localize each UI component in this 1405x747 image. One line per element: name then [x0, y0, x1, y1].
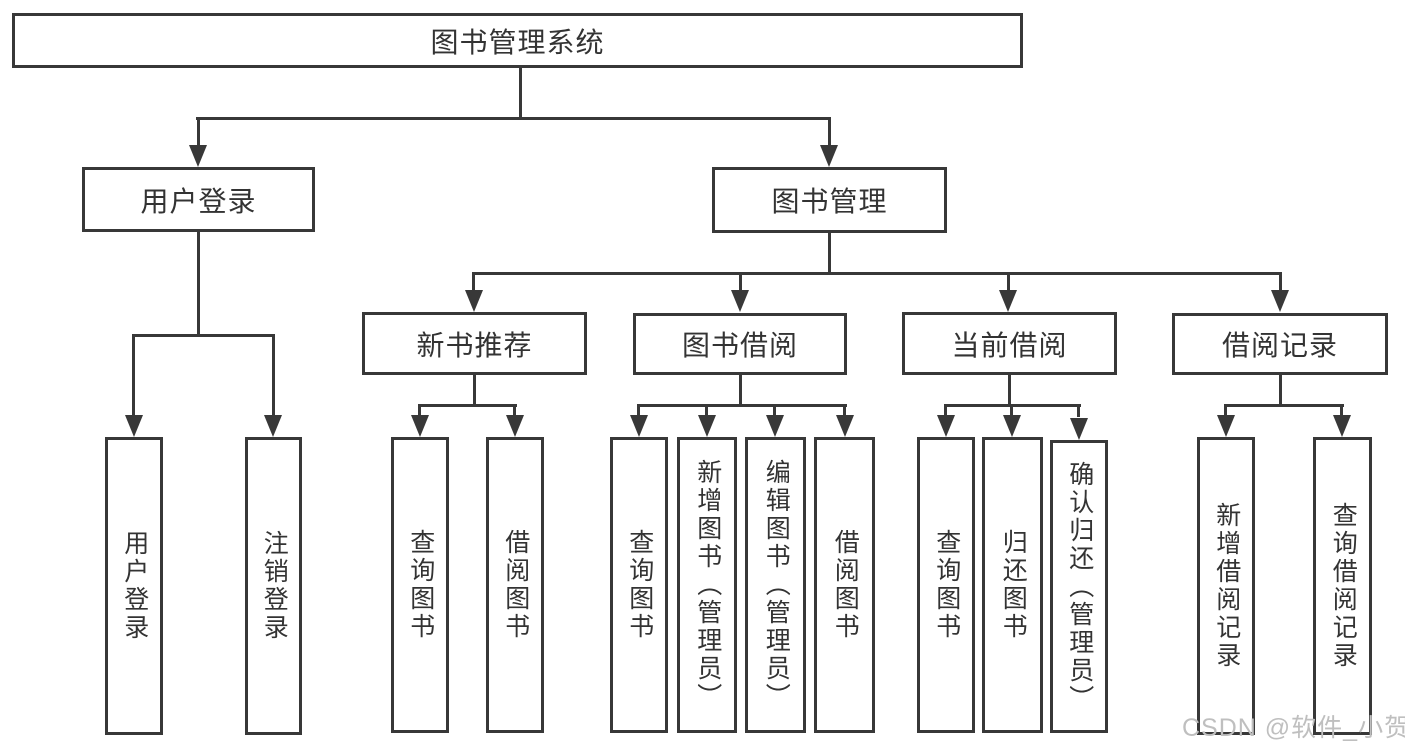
- leaf-current-query-books: 查询图书: [917, 437, 975, 733]
- leaf-records-add-record: 新增借阅记录: [1197, 437, 1255, 735]
- arrow-to-cb-return: [1003, 415, 1021, 437]
- connector-new-book-stem: [473, 375, 476, 407]
- connector-to-cb-query: [944, 404, 947, 417]
- leaf-borrowing-query-books: 查询图书: [610, 437, 668, 733]
- connector-to-bb-borrow: [843, 404, 846, 417]
- connector-to-current-borrowing: [1007, 272, 1010, 292]
- leaf-logout: 注销登录: [245, 437, 302, 735]
- arrow-to-bb-query: [630, 415, 648, 437]
- arrow-to-leaf-user-login: [125, 415, 143, 437]
- arrow-to-current-borrowing: [999, 290, 1017, 312]
- leaf-current-confirm-return-admin: 确认归还（管理员）: [1050, 440, 1108, 733]
- node-borrowing-records: 借阅记录: [1172, 313, 1388, 375]
- connector-to-book-management: [828, 117, 831, 147]
- arrow-to-br-query: [1333, 415, 1351, 437]
- connector-to-nb-borrow: [513, 404, 516, 417]
- arrow-to-borrowing-records: [1271, 290, 1289, 312]
- arrow-to-book-borrowing: [731, 290, 749, 312]
- connector-to-bb-add: [705, 404, 708, 417]
- csdn-watermark: CSDN @软件_小贺同学: [1182, 714, 1405, 742]
- connector-root-stem: [519, 68, 522, 119]
- connector-book-management-stem: [828, 233, 831, 275]
- connector-to-user-login: [197, 117, 200, 147]
- connector-user-login-bus: [132, 334, 275, 337]
- connector-to-leaf-logout: [272, 334, 275, 417]
- node-user-login: 用户登录: [82, 167, 315, 232]
- connector-to-nb-query: [418, 404, 421, 417]
- connector-to-book-borrowing: [739, 272, 742, 292]
- arrow-to-bb-edit: [766, 415, 784, 437]
- arrow-to-br-add: [1217, 415, 1235, 437]
- connector-book-borrowing-stem: [739, 375, 742, 406]
- node-new-book-recommend: 新书推荐: [362, 312, 587, 375]
- arrow-to-cb-query: [937, 415, 955, 437]
- connector-to-cb-return: [1010, 404, 1013, 417]
- leaf-borrowing-add-books-admin: 新增图书（管理员）: [677, 437, 737, 733]
- connector-to-new-book: [472, 272, 475, 292]
- connector-borrowing-records-stem: [1279, 375, 1282, 406]
- connector-to-br-add: [1224, 404, 1227, 417]
- node-current-borrowing: 当前借阅: [902, 312, 1117, 375]
- node-book-borrowing: 图书借阅: [633, 313, 847, 375]
- connector-to-bb-query: [637, 404, 640, 417]
- leaf-borrowing-borrow-books: 借阅图书: [814, 437, 875, 733]
- connector-to-br-query: [1340, 404, 1343, 417]
- arrow-to-leaf-logout: [264, 415, 282, 437]
- connector-book-borrowing-bus: [637, 404, 847, 407]
- connector-user-login-stem: [197, 232, 200, 337]
- connector-to-leaf-user-login: [132, 334, 135, 417]
- leaf-borrowing-edit-books-admin: 编辑图书（管理员）: [745, 437, 806, 733]
- arrow-to-nb-borrow: [506, 415, 524, 437]
- arrow-to-new-book: [465, 290, 483, 312]
- connector-to-cb-confirm: [1077, 404, 1080, 417]
- node-book-management-system: 图书管理系统: [12, 13, 1023, 68]
- connector-to-bb-edit: [773, 404, 776, 417]
- leaf-newbook-borrow-books: 借阅图书: [486, 437, 544, 733]
- leaf-newbook-query-books: 查询图书: [391, 437, 449, 733]
- arrow-to-cb-confirm: [1070, 418, 1088, 440]
- node-book-management: 图书管理: [712, 167, 947, 233]
- arrow-to-user-login: [189, 145, 207, 167]
- connector-current-borrowing-stem: [1008, 375, 1011, 406]
- connector-new-book-bus: [418, 404, 517, 407]
- arrow-to-bb-add: [698, 415, 716, 437]
- connector-borrowing-records-bus: [1224, 404, 1344, 407]
- arrow-to-bb-borrow: [836, 415, 854, 437]
- arrow-to-nb-query: [411, 415, 429, 437]
- leaf-current-return-books: 归还图书: [982, 437, 1043, 733]
- leaf-records-query-record: 查询借阅记录: [1313, 437, 1372, 735]
- leaf-user-login: 用户登录: [105, 437, 163, 735]
- connector-level3-bus: [472, 272, 1282, 275]
- connector-level2-bus: [196, 117, 831, 120]
- arrow-to-book-management: [820, 145, 838, 167]
- connector-to-borrowing-records: [1279, 272, 1282, 292]
